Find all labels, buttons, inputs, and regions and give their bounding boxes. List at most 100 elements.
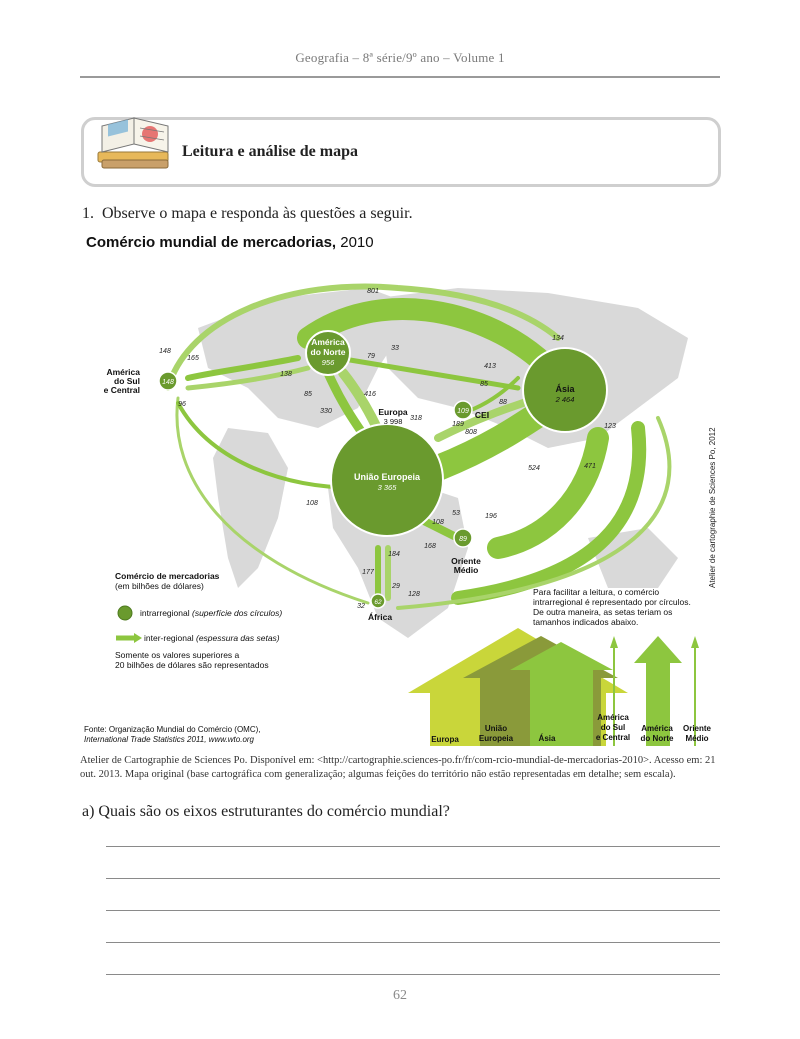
flow-label: 128 (408, 591, 420, 598)
arrow-asia-africa-outer (396, 416, 672, 610)
land-south-america (213, 428, 288, 588)
legend-inter: inter-regional (espessura das setas) (144, 633, 280, 643)
map-title: Comércio mundial de mercadorias, 2010 (86, 234, 374, 251)
flow-label: 53 (452, 510, 460, 517)
map-title-year: 2010 (340, 234, 374, 251)
flow-label: 88 (499, 399, 507, 406)
answer-line[interactable] (106, 846, 720, 847)
flow-label: 524 (528, 465, 540, 472)
flow-label: 108 (432, 519, 444, 526)
circle-eu (330, 423, 444, 537)
question-number: 1. (82, 205, 94, 222)
flow-label: 416 (364, 391, 376, 398)
header-rule (80, 76, 720, 78)
legend-title-2: (em bilhões de dólares) (115, 581, 204, 591)
flow-label: 168 (424, 543, 436, 550)
flow-label: 801 (367, 288, 379, 295)
land-australia (588, 528, 678, 588)
scale-note-1: Para facilitar a leitura, o comércio (533, 587, 659, 597)
flow-label: 134 (552, 335, 564, 342)
trade-map: América do Norte 956 América do Sul e Ce… (84, 283, 717, 746)
label-eu: União Europeia (354, 472, 421, 482)
arrow-south-to-north-america (185, 365, 311, 391)
bar-label-anorte-1: América (641, 724, 673, 733)
bar-label-ue-2: Europeia (479, 734, 514, 743)
arrow-asia-north-america-thin (335, 355, 521, 391)
legend-title-1: Comércio de mercadorias (115, 571, 220, 581)
label-africa: África (368, 612, 392, 622)
circle-south-america (158, 371, 178, 391)
map-legend: Comércio de mercadorias (em bilhões de d… (115, 571, 282, 670)
scale-arrow-labels: Europa União Europeia Ásia América do Su… (431, 713, 711, 744)
bar-label-asul-2: do Sul (601, 723, 625, 732)
scale-arrow-south-america (610, 636, 618, 746)
bar-label-asul-3: e Central (596, 733, 630, 742)
flow-label: 123 (604, 423, 616, 430)
scale-arrow-north-america (634, 636, 682, 746)
legend-note-1: Somente os valores superiores a (115, 650, 240, 660)
flow-label: 177 (362, 569, 375, 576)
answer-line[interactable] (106, 974, 720, 975)
scale-note-2: intrarregional é representado por círcul… (533, 597, 691, 607)
map-caption: Atelier de Cartographie de Sciences Po. … (80, 755, 716, 780)
circle-cei (453, 400, 473, 420)
flow-label: 85 (480, 381, 488, 388)
label-south-america-2: do Sul (114, 376, 140, 386)
value-south-america: 148 (162, 379, 174, 386)
arrow-south-america-africa (175, 396, 370, 605)
label-middle-east-1: Oriente (451, 556, 481, 566)
legend-note-2: 20 bilhões de dólares são representados (115, 660, 269, 670)
flow-label: 471 (584, 463, 596, 470)
circle-asia (522, 347, 608, 433)
value-africa: 62 (374, 599, 382, 606)
flow-label: 165 (187, 355, 199, 362)
answer-line[interactable] (106, 942, 720, 943)
map-source: Fonte: Organização Mundial do Comércio (… (84, 725, 261, 744)
scale-note: Para facilitar a leitura, o comércio int… (533, 587, 691, 627)
label-south-america-3: e Central (104, 385, 140, 395)
value-north-america: 956 (322, 358, 335, 367)
legend-circle-symbol (117, 605, 133, 621)
question-text: Observe o mapa e responda às questões a … (102, 205, 413, 222)
flow-label: 330 (320, 408, 332, 415)
bar-label-om-2: Médio (685, 734, 708, 743)
arrow-asia-middle-east (487, 427, 609, 559)
flow-label: 29 (391, 583, 400, 590)
map-title-main: Comércio mundial de mercadorias, (86, 234, 337, 251)
region-circles (158, 330, 608, 609)
label-south-america-1: América (106, 367, 140, 377)
section-title: Leitura e análise de mapa (182, 143, 358, 160)
scale-arrows (408, 628, 699, 746)
source-line-1: Fonte: Organização Mundial do Comércio (… (84, 725, 261, 734)
value-middle-east: 89 (459, 536, 467, 543)
flow-label: 96 (178, 401, 186, 408)
circle-middle-east (453, 528, 473, 548)
flow-label: 79 (367, 353, 375, 360)
legend-intra: intrarregional (superfície dos círculos) (140, 608, 282, 618)
flow-label: 184 (388, 551, 400, 558)
flow-value-labels: 801 134 148 165 33 79 413 138 85 88 85 4… (159, 288, 616, 610)
flow-label: 32 (357, 603, 365, 610)
value-europa: 3 998 (384, 417, 403, 426)
region-labels: América do Norte 956 América do Sul e Ce… (104, 337, 576, 622)
answer-line[interactable] (106, 910, 720, 911)
value-eu: 3 365 (378, 483, 398, 492)
page-number: 62 (393, 988, 407, 1003)
scale-note-4: tamanhos indicados abaixo. (533, 617, 638, 627)
flow-arrows (165, 283, 672, 610)
question-a: a) Quais são os eixos estruturantes do c… (82, 803, 450, 820)
flow-label: 148 (159, 348, 171, 355)
scale-arrow-asia (510, 642, 613, 746)
section-box: Leitura e análise de mapa (81, 117, 721, 187)
flow-label: 413 (484, 363, 496, 370)
circle-north-america (305, 330, 351, 376)
flow-label: 189 (452, 421, 464, 428)
bar-label-asul-1: América (597, 713, 629, 722)
bar-label-anorte-2: do Norte (641, 734, 674, 743)
label-north-america-2: do Norte (311, 347, 346, 357)
flow-label: 33 (391, 345, 399, 352)
source-line-2: International Trade Statistics 2011, www… (84, 735, 255, 744)
arrow-south-america-asia (165, 283, 561, 391)
open-book-icon (97, 117, 169, 169)
answer-line[interactable] (106, 878, 720, 879)
